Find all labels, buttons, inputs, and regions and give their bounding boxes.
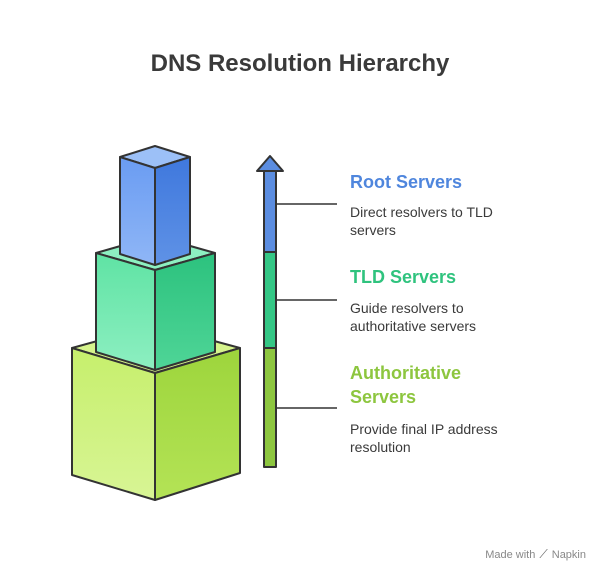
root-servers-title: Root Servers [350, 172, 463, 192]
arrow-head-icon [256, 155, 284, 172]
authoritative-block-left-face [71, 347, 156, 501]
napkin-logo-icon: ⟋ [539, 547, 548, 561]
root-servers-description: Direct resolvers to TLD servers [350, 204, 493, 238]
made-with-label: Made with [485, 548, 536, 561]
authoritative-servers-title: Authoritative Servers [350, 363, 462, 407]
authoritative-servers-description: Provide final IP address resolution [350, 421, 498, 455]
authoritative-block-right-face [154, 347, 241, 501]
hierarchy-arrow [256, 155, 284, 468]
tld-servers-description: Guide resolvers to authoritative servers [350, 300, 477, 334]
diagram-title: DNS Resolution Hierarchy [150, 50, 450, 77]
tld-block [95, 235, 216, 371]
napkin-brand-label: Napkin [551, 548, 586, 561]
tld-servers-title: TLD Servers [350, 267, 457, 287]
tld-block-left-face [95, 252, 156, 371]
root-block-right-face [154, 156, 191, 266]
arrow-segment-tld [263, 251, 277, 349]
arrow-segment-root [263, 169, 277, 253]
root-block [119, 145, 191, 266]
root-block-left-face [119, 156, 156, 266]
arrow-segment-authoritative [263, 347, 277, 468]
footer-attribution: Made with ⟋ Napkin [485, 547, 586, 562]
tld-block-right-face [154, 252, 216, 371]
